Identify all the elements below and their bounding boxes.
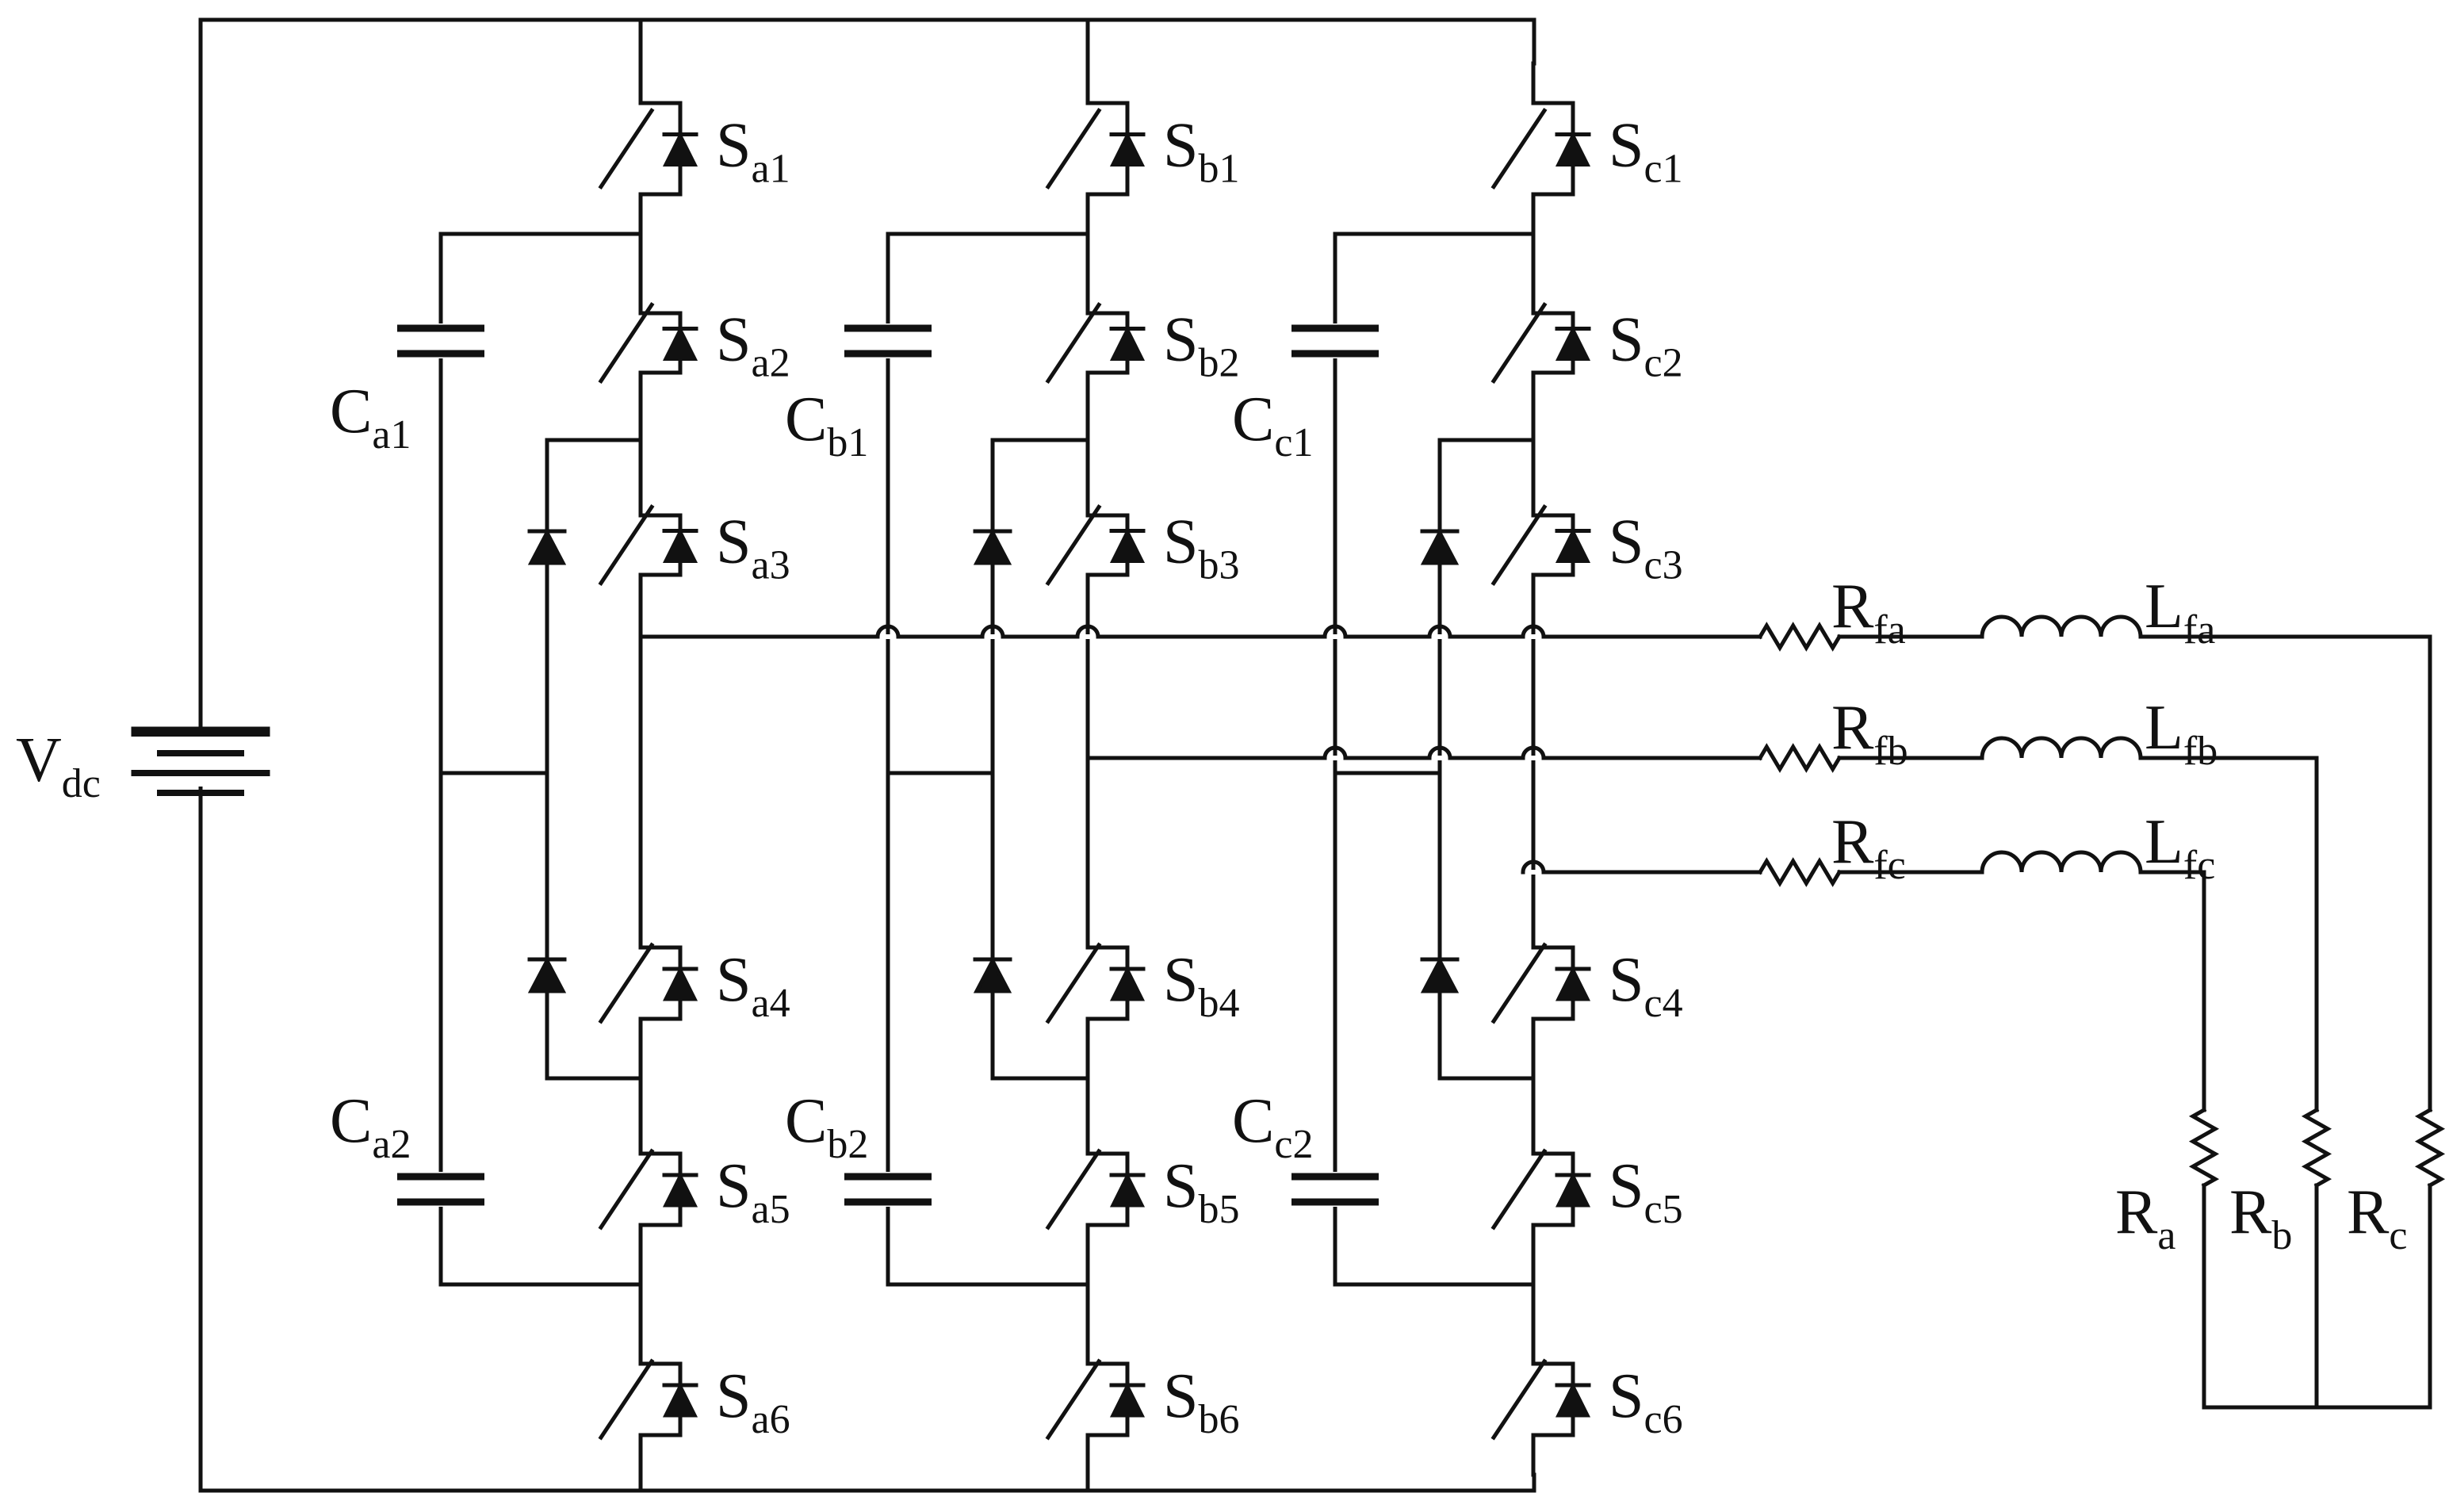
clamp-diode-icon xyxy=(1420,956,1460,993)
switch-label-c1: Sc1 xyxy=(1609,111,1683,192)
switch-label-c6: Sc6 xyxy=(1609,1361,1683,1442)
switch-a5 xyxy=(598,1112,698,1267)
switch-label-a4: Sa4 xyxy=(716,945,790,1026)
filter-b xyxy=(1757,736,2143,773)
capacitor-branch-a xyxy=(393,232,643,1287)
diode-icon xyxy=(1109,527,1146,563)
diode-icon xyxy=(662,131,698,167)
switch-a1 xyxy=(598,61,698,236)
switch-label-b6: Sb6 xyxy=(1163,1361,1240,1442)
battery-source xyxy=(119,726,282,796)
diode-icon xyxy=(1109,1172,1146,1208)
diode-icon xyxy=(662,966,698,1001)
clamp-diode-icon xyxy=(973,528,1012,565)
filter-c xyxy=(1757,850,2143,887)
filter-inductor-label-c: Lfc xyxy=(2145,807,2215,888)
switch-c2 xyxy=(1490,271,1591,415)
switch-b2 xyxy=(1045,271,1146,415)
switch-label-a3: Sa3 xyxy=(716,507,790,588)
switch-c4 xyxy=(1490,905,1591,1061)
filter-resistor-label-a: Rfa xyxy=(1831,572,1906,653)
capacitor-label-b2: Cb2 xyxy=(785,1086,868,1167)
diode-icon xyxy=(662,527,698,563)
switch-label-b4: Sb4 xyxy=(1163,945,1240,1026)
vdc-label: Vdc xyxy=(16,725,101,806)
load-resistor-label-b: Rb xyxy=(2229,1177,2292,1258)
switch-b5 xyxy=(1045,1112,1146,1267)
filter-a xyxy=(1757,614,2143,652)
clamp-diode-icon xyxy=(1420,528,1460,565)
capacitor-label-a2: Ca2 xyxy=(330,1086,411,1167)
switch-c3 xyxy=(1490,473,1591,617)
clamp-branch-b xyxy=(886,438,1090,1081)
capacitor-branch-c xyxy=(1288,232,1536,1287)
filter-resistor-label-c: Rfc xyxy=(1831,807,1906,888)
diode-icon xyxy=(1555,966,1591,1001)
phase-outputs xyxy=(638,624,1762,910)
capacitor-branch-b xyxy=(840,232,1090,1287)
switch-label-b3: Sb3 xyxy=(1163,507,1240,588)
switch-a3 xyxy=(598,473,698,617)
switch-label-c5: Sc5 xyxy=(1609,1151,1683,1232)
switch-label-c2: Sc2 xyxy=(1609,305,1683,386)
load-resistor-label-a: Ra xyxy=(2115,1177,2175,1258)
switch-a4 xyxy=(598,905,698,1061)
diode-icon xyxy=(662,325,698,361)
switch-a6 xyxy=(598,1322,698,1477)
diode-icon xyxy=(1109,966,1146,1001)
filter-resistor-label-b: Rfb xyxy=(1831,693,1908,774)
diode-icon xyxy=(662,1382,698,1418)
switch-c1 xyxy=(1490,61,1591,236)
diode-icon xyxy=(1555,325,1591,361)
switch-label-b1: Sb1 xyxy=(1163,111,1240,192)
filter-inductor-label-b: Lfb xyxy=(2145,693,2217,774)
switch-label-a1: Sa1 xyxy=(716,111,790,192)
capacitor-label-c2: Cc2 xyxy=(1232,1086,1313,1167)
capacitor-label-c1: Cc1 xyxy=(1232,385,1313,465)
switch-label-c3: Sc3 xyxy=(1609,507,1683,588)
diode-icon xyxy=(662,1172,698,1208)
switch-b3 xyxy=(1045,473,1146,617)
diode-icon xyxy=(1555,1382,1591,1418)
clamp-diode-icon xyxy=(973,956,1012,993)
switch-label-c4: Sc4 xyxy=(1609,945,1683,1026)
clamp-diode-icon xyxy=(527,956,567,993)
switch-b4 xyxy=(1045,905,1146,1061)
switch-b6 xyxy=(1045,1322,1146,1477)
load-resistor-label-c: Rc xyxy=(2347,1177,2407,1258)
capacitor-label-b1: Cb1 xyxy=(785,385,868,465)
switch-a2 xyxy=(598,271,698,415)
diode-icon xyxy=(1109,131,1146,167)
diode-icon xyxy=(1555,131,1591,167)
diode-icon xyxy=(1109,1382,1146,1418)
switch-b1 xyxy=(1045,61,1146,236)
capacitor-label-a1: Ca1 xyxy=(330,377,411,457)
switch-label-b5: Sb5 xyxy=(1163,1151,1240,1232)
diode-icon xyxy=(1555,527,1591,563)
load xyxy=(2138,634,2446,1410)
switch-c5 xyxy=(1490,1112,1591,1267)
switch-label-a6: Sa6 xyxy=(716,1361,790,1442)
diode-icon xyxy=(1555,1172,1591,1208)
dc-bus xyxy=(198,17,1536,1493)
switch-label-b2: Sb2 xyxy=(1163,305,1240,386)
filter-inductor-label-a: Lfa xyxy=(2145,572,2215,653)
clamp-diode-icon xyxy=(527,528,567,565)
clamp-branch-a xyxy=(438,438,643,1081)
switch-label-a5: Sa5 xyxy=(716,1151,790,1232)
switch-c6 xyxy=(1490,1322,1591,1477)
switch-label-a2: Sa2 xyxy=(716,305,790,386)
diode-icon xyxy=(1109,325,1146,361)
